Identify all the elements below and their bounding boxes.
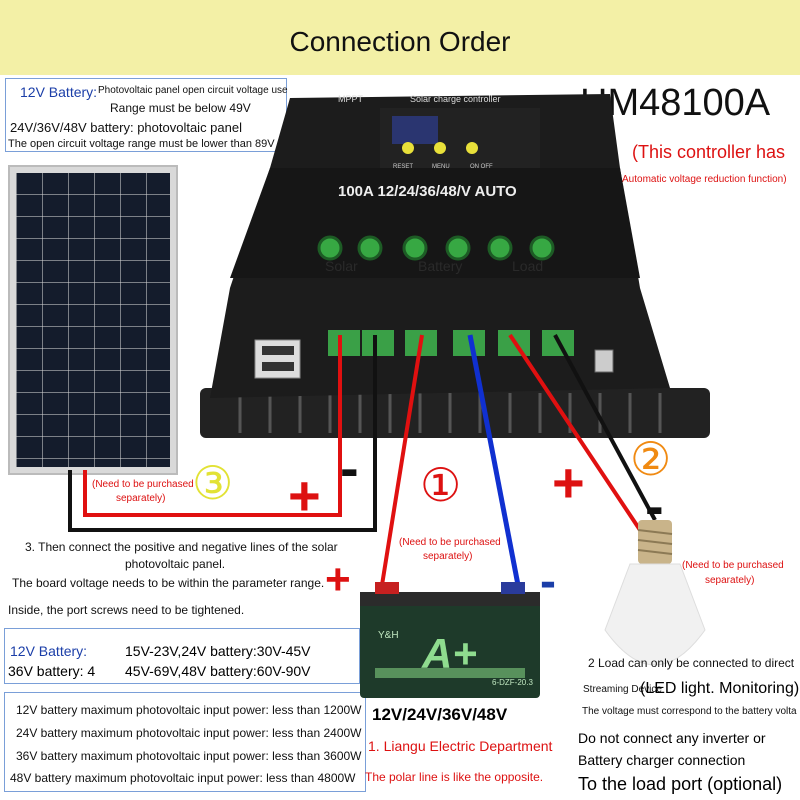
solar-minus-sign: - <box>340 436 359 499</box>
load-line3: The voltage must correspond to the batte… <box>582 706 797 717</box>
terminal-label-solar: Solar <box>325 258 358 274</box>
load-line5: Battery charger connection <box>578 752 746 768</box>
battery-image <box>360 582 540 698</box>
terminal-label-battery: Battery <box>418 258 463 274</box>
battery-purchase-note: (Need to be purchased <box>399 537 501 548</box>
solar-plus-sign: + <box>288 464 321 527</box>
title-bar: Connection Order <box>0 0 800 75</box>
load-line1: 2 Load can only be connected to direct <box>588 656 795 670</box>
battery-badge: A+ <box>422 630 477 677</box>
voltage-range-box <box>4 628 360 684</box>
power-limit-36v: 36V battery maximum photovoltaic input p… <box>16 749 362 763</box>
pv-note-line4: The open circuit voltage range must be l… <box>8 138 275 150</box>
panel-purchase-note: (Need to be purchased <box>92 479 194 490</box>
step1-line1: 1. Liangu Electric Department <box>368 738 553 754</box>
battery-voltages: 12V/24V/36V/48V <box>372 705 508 724</box>
controller-name: Solar charge controller <box>410 94 501 104</box>
step-1-marker: ① <box>420 459 462 511</box>
load-line4: Do not connect any inverter or <box>578 730 766 746</box>
pv-note-line3: 24V/36V/48V battery: photovoltaic panel <box>10 120 242 135</box>
controller-brand: MPPT <box>338 94 364 104</box>
load-line2-prefix: Streaming Device <box>583 684 662 695</box>
pv-note-line2: Range must be below 49V <box>110 101 251 115</box>
step3-line2: photovoltaic panel. <box>125 557 226 571</box>
page-title: Connection Order <box>289 26 511 57</box>
onoff-button-label: ON OFF <box>470 164 493 170</box>
battery-plus-sign: + <box>325 555 351 604</box>
battery-brand: Y&H <box>378 630 399 641</box>
step-3-marker: ③ <box>192 457 234 509</box>
pv-note-line1: Photovoltaic panel open circuit voltage … <box>98 85 288 96</box>
controller-rating: 100A 12/24/36/48/V AUTO <box>338 183 517 200</box>
solar-panel-cells <box>16 173 170 467</box>
voltage-row1-label: 12V Battery: <box>10 643 88 659</box>
bulb-purchase-note: (Need to be purchased <box>682 560 784 571</box>
panel-purchase-note-2: separately) <box>116 493 166 504</box>
function-note: (This controller has <box>632 142 786 162</box>
reset-button-label: RESET <box>393 164 414 170</box>
load-line6: To the load port (optional) <box>578 774 783 794</box>
step-2-marker: ② <box>630 433 672 485</box>
power-limits-box <box>4 692 366 792</box>
step3-line3: The board voltage needs to be within the… <box>12 576 325 590</box>
charge-controller-image <box>200 94 710 438</box>
step3-line1: 3. Then connect the positive and negativ… <box>25 540 338 554</box>
led-bulb-image <box>604 520 706 666</box>
step1-line2: The polar line is like the opposite. <box>365 770 544 784</box>
load-minus-sign: - <box>645 474 664 537</box>
power-limit-12v: 12V battery maximum photovoltaic input p… <box>16 703 362 717</box>
terminal-label-load: Load <box>512 258 544 274</box>
menu-button-label: MENU <box>432 164 450 170</box>
battery-model: 6-DZF-20.3 <box>492 678 533 687</box>
solar-panel-image <box>8 165 178 475</box>
function-sub: Automatic voltage reduction function) <box>622 174 787 185</box>
bulb-purchase-note-2: separately) <box>705 575 755 586</box>
battery-purchase-note-2: separately) <box>423 551 473 562</box>
load-plus-sign: + <box>552 451 585 514</box>
load-line2: (LED light. Monitoring) <box>640 680 800 697</box>
voltage-row1-text: 15V-23V,24V battery:30V-45V <box>125 643 311 659</box>
battery-minus-sign: - <box>540 555 556 608</box>
voltage-row2-label: 36V battery: 4 <box>8 663 96 679</box>
power-limit-48v: 48V battery maximum photovoltaic input p… <box>10 771 356 785</box>
step3-line4: Inside, the port screws need to be tight… <box>8 603 245 617</box>
pv-note-battery-label: 12V Battery: <box>20 84 98 100</box>
voltage-row2-text: 45V-69V,48V battery:60V-90V <box>125 663 311 679</box>
power-limit-24v: 24V battery maximum photovoltaic input p… <box>16 726 362 740</box>
